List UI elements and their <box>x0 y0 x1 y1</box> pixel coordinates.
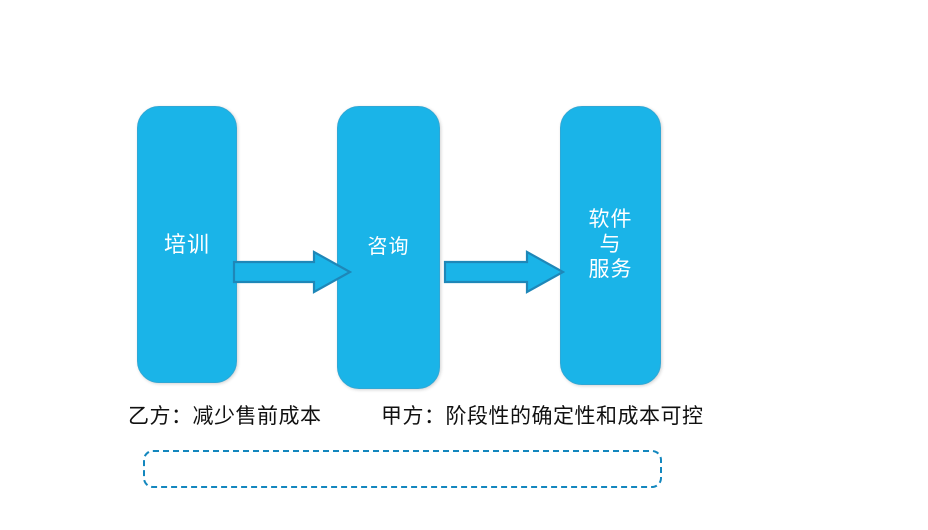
caption-party-b: 乙方：减少售前成本 <box>128 405 322 428</box>
process-box-consulting-label: 咨询 <box>367 235 410 258</box>
process-box-software-and-service-label: 软件 与 服务 <box>588 208 633 281</box>
process-box-consulting[interactable]: 咨询 <box>337 106 440 389</box>
caption-party-a: 甲方：阶段性的确定性和成本可控 <box>381 405 704 428</box>
arrow-right-icon-consulting-to-service <box>443 250 565 294</box>
process-box-software-and-service[interactable]: 软件 与 服务 <box>560 106 661 385</box>
dashed-placeholder-box[interactable] <box>143 450 662 488</box>
arrow-right-icon-training-to-consulting <box>232 250 352 294</box>
process-box-training[interactable]: 培训 <box>137 106 237 383</box>
process-box-training-label: 培训 <box>163 231 210 257</box>
